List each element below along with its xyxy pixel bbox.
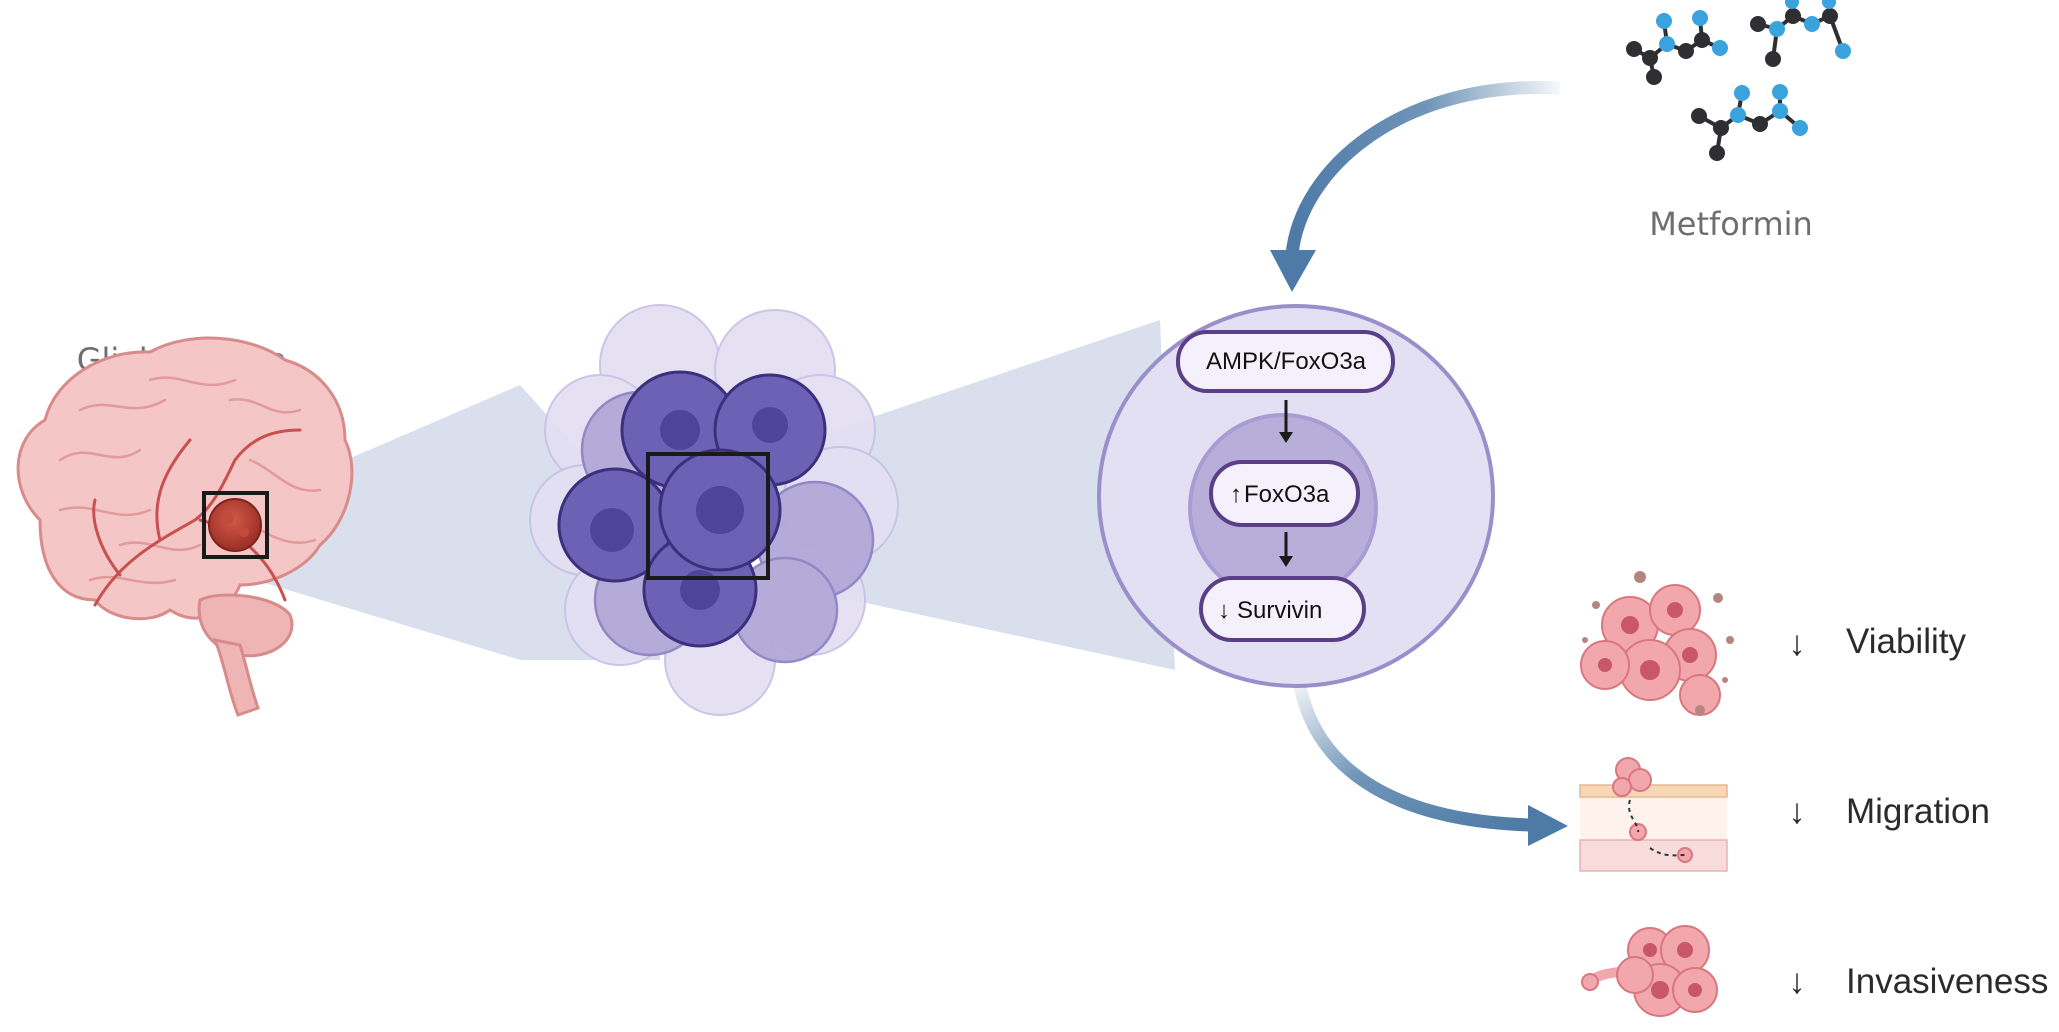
invasiveness-cancer-cells-icon xyxy=(1581,925,1718,1017)
viability-arrow-icon: ↓ xyxy=(1788,624,1806,663)
tumor-cell-cluster-icon xyxy=(529,304,899,716)
pill-survivin: ↓ Survivin xyxy=(1199,576,1366,642)
tumor-icon xyxy=(208,498,262,552)
pill-foxo3a: ↑ FoxO3a xyxy=(1209,460,1360,527)
viability-cancer-cells-icon xyxy=(1580,571,1734,716)
pill-ampk-foxo3a: AMPK/FoxO3a xyxy=(1176,330,1395,393)
down-arrow-icon: ↓ xyxy=(1218,597,1230,624)
metformin-molecule-icon xyxy=(1626,0,1851,161)
migration-tissue-icon xyxy=(1579,757,1728,872)
invasiveness-label: Invasiveness xyxy=(1846,962,2048,1001)
viability-label: Viability xyxy=(1846,622,1966,661)
pill-survivin-label: Survivin xyxy=(1237,597,1322,624)
brain-icon xyxy=(16,336,354,717)
zoom-box-brain xyxy=(202,491,269,559)
zoom-beam-right xyxy=(760,320,1175,670)
up-arrow-icon: ↑ xyxy=(1230,481,1242,508)
invasiveness-arrow-icon: ↓ xyxy=(1788,962,1806,1001)
metformin-label: Metformin xyxy=(1649,205,1813,243)
migration-label: Migration xyxy=(1846,792,1990,831)
pathway-arrows xyxy=(1279,400,1293,567)
pill-foxo3a-label: FoxO3a xyxy=(1244,481,1330,508)
pill-ampk-foxo3a-label: AMPK/FoxO3a xyxy=(1206,348,1367,375)
migration-arrow-icon: ↓ xyxy=(1788,792,1806,831)
outcome-arrow xyxy=(1293,684,1568,846)
zoom-box-cells xyxy=(646,452,770,580)
metformin-arrow xyxy=(1270,81,1561,292)
